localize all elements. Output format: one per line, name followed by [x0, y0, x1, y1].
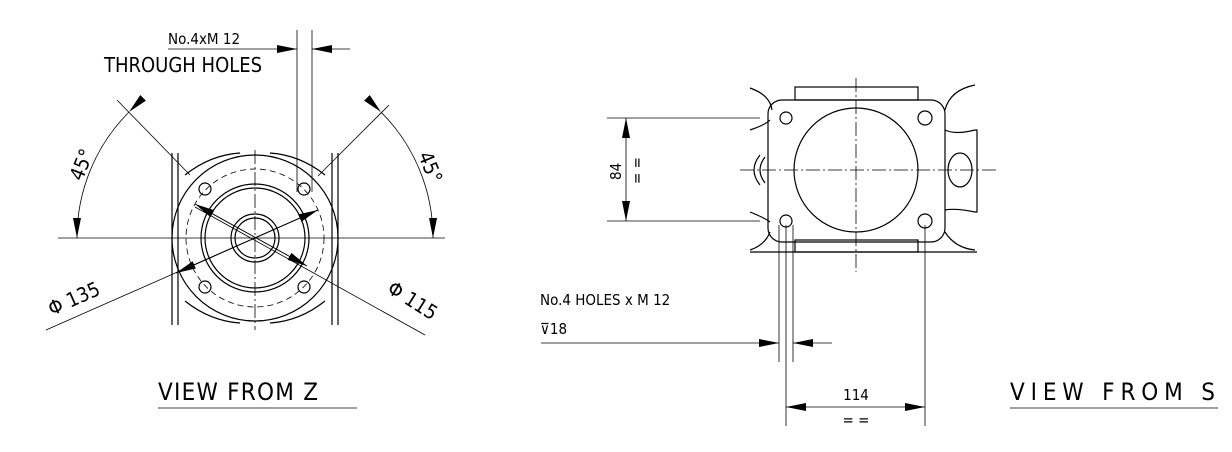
- top-boss: [794, 86, 919, 101]
- bolt-holes: [198, 182, 311, 294]
- view-from-z: No.4xM 12 THROUGH HOLES 45° 45° Φ 135 Φ …: [44, 30, 448, 409]
- equal-mark-vertical: = =: [628, 157, 646, 184]
- dim-114-label: 114: [843, 386, 869, 404]
- flange-outer-circle: [171, 154, 339, 322]
- spigot-circle: [200, 183, 310, 293]
- angle-left-label: 45°: [64, 145, 98, 184]
- holes-label: No.4 HOLES x M 12: [540, 291, 670, 309]
- view-z-title: VIEW FROM Z: [158, 378, 318, 406]
- dim-84-label: 84: [607, 163, 625, 180]
- holes-label: No.4xM 12: [168, 30, 240, 48]
- equal-mark-horizontal: = =: [843, 411, 870, 429]
- dia-115-label: Φ 115: [383, 276, 442, 325]
- view-from-s: 84 = = No.4 HOLES x M 12 ⊽18 114 = = VIE…: [540, 78, 1218, 429]
- dia-135-label: Φ 135: [44, 277, 103, 321]
- bore-circle: [793, 107, 919, 233]
- bolt-circle: [185, 168, 325, 308]
- angle-right-label: 45°: [413, 148, 447, 187]
- depth-label: ⊽18: [540, 320, 567, 338]
- view-s-title: VIEW FROM S: [1010, 378, 1215, 406]
- shaft-bore: [230, 213, 280, 263]
- holes-note: THROUGH HOLES: [103, 53, 262, 77]
